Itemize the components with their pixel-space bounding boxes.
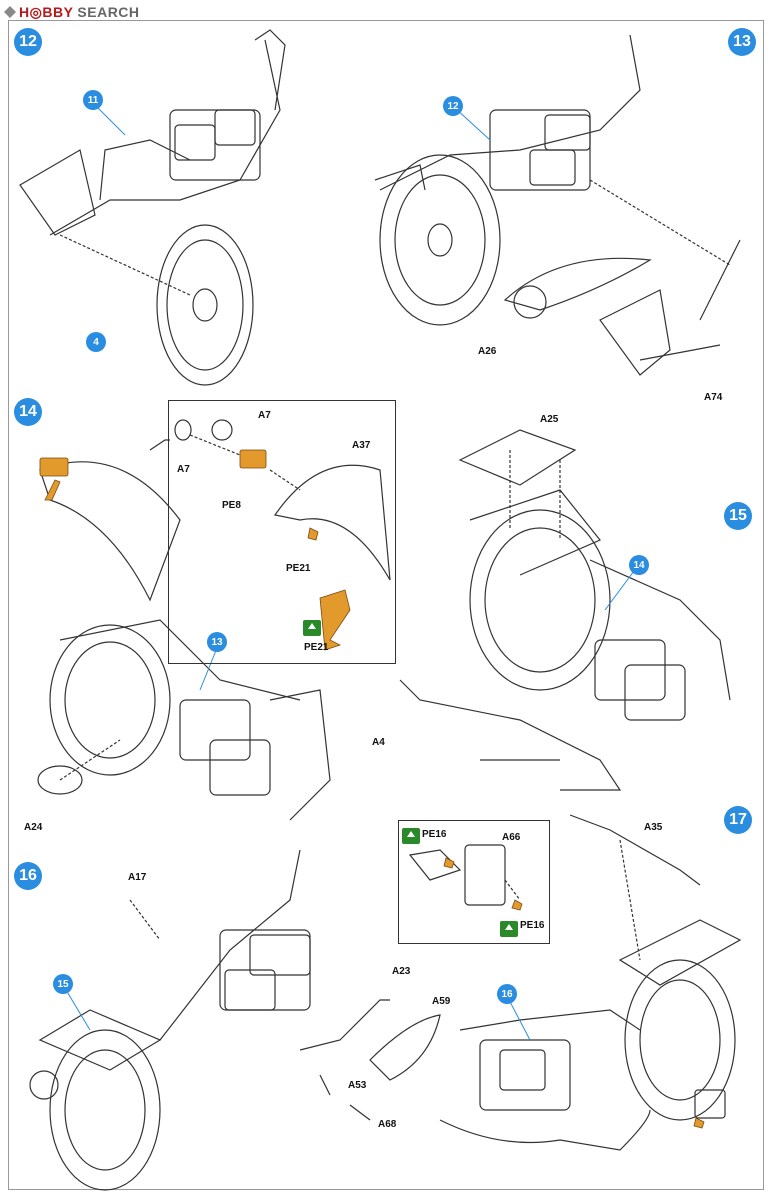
step-13-badge: 13 xyxy=(728,28,756,56)
step-12-badge: 12 xyxy=(14,28,42,56)
detail-label-pe21: PE21 xyxy=(286,563,311,574)
detail-label-pe8: PE8 xyxy=(222,500,241,511)
step-14-detail-drawing xyxy=(174,419,391,581)
logo-text-3: SEARCH xyxy=(77,4,140,20)
subassembly-4-marker: 4 xyxy=(86,332,106,352)
part-label-a74: A74 xyxy=(704,392,723,403)
subassembly-16-marker: 16 xyxy=(497,984,517,1004)
photo-etch-icon xyxy=(500,921,518,937)
part-label-a17: A17 xyxy=(128,872,147,883)
detail-label-pe21-b: PE21 xyxy=(304,642,329,653)
hobby-search-logo: H ◎ BBY SEARCH xyxy=(4,4,140,20)
step-17-detail-box xyxy=(398,820,550,944)
step-17-badge: 17 xyxy=(724,806,752,834)
part-label-a68: A68 xyxy=(378,1119,397,1130)
detail-label-a7-right: A7 xyxy=(258,410,271,421)
part-label-a23: A23 xyxy=(392,966,411,977)
step-17-drawing xyxy=(439,814,742,1151)
part-label-a25: A25 xyxy=(540,414,559,425)
part-label-a59: A59 xyxy=(432,996,451,1007)
step-12-drawing xyxy=(19,29,286,386)
diamond-icon xyxy=(4,6,16,18)
logo-text-2: BBY xyxy=(42,4,74,20)
subassembly-15-marker: 15 xyxy=(53,974,73,994)
subassembly-11-marker: 11 xyxy=(83,90,103,110)
photo-etch-icon xyxy=(303,620,321,636)
detail-label-a37: A37 xyxy=(352,440,371,451)
subassembly-12-marker: 12 xyxy=(443,96,463,116)
instruction-sheet xyxy=(8,20,764,1190)
step-17-detail-drawing xyxy=(408,844,521,906)
step-15-badge: 15 xyxy=(724,502,752,530)
detail-label-pe16-top: PE16 xyxy=(422,829,447,840)
part-label-a24: A24 xyxy=(24,822,43,833)
step-14-badge: 14 xyxy=(14,398,42,426)
part-label-a35: A35 xyxy=(644,822,663,833)
logo-ring-icon: ◎ xyxy=(29,3,43,20)
part-label-a26: A26 xyxy=(478,346,497,357)
step-13-drawing xyxy=(374,34,741,376)
step-15-drawing xyxy=(399,429,731,791)
photo-etch-icon xyxy=(402,828,420,844)
subassembly-14-marker: 14 xyxy=(629,555,649,575)
subassembly-13-marker: 13 xyxy=(207,632,227,652)
logo-text-1: H xyxy=(19,4,30,20)
step-16-drawing xyxy=(29,849,441,1191)
step-14-drawing xyxy=(37,439,331,821)
part-label-a4: A4 xyxy=(372,737,385,748)
step-16-badge: 16 xyxy=(14,862,42,890)
detail-label-a66: A66 xyxy=(502,832,521,843)
pe-parts xyxy=(39,449,705,1129)
detail-label-a7-left: A7 xyxy=(177,464,190,475)
step-14-detail-box xyxy=(168,400,396,664)
part-label-a53: A53 xyxy=(348,1080,367,1091)
detail-label-pe16-bottom: PE16 xyxy=(520,920,545,931)
